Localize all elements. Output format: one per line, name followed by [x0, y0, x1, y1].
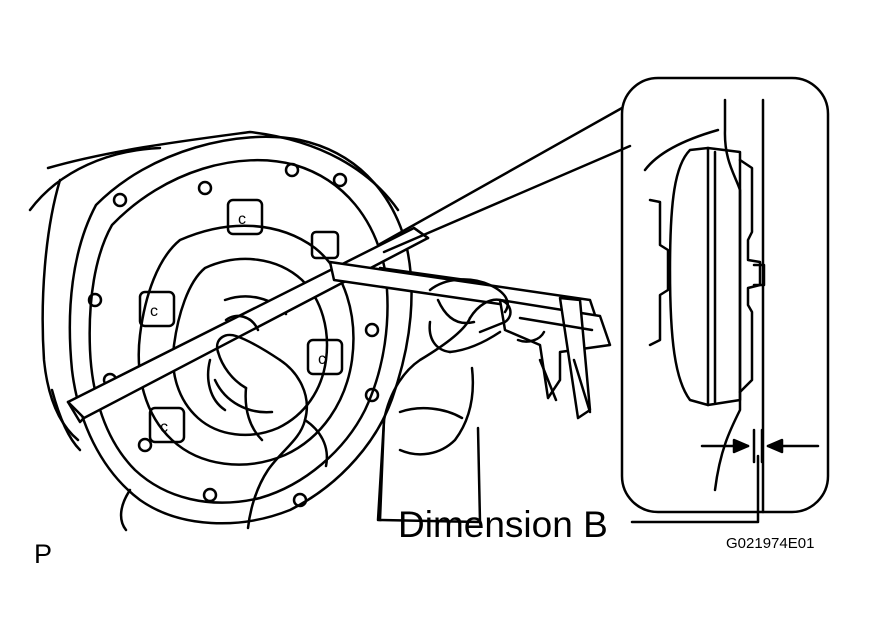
- sleeve: [376, 406, 482, 524]
- bolt-bosses: c c c c: [138, 198, 344, 444]
- svg-text:c: c: [238, 211, 246, 228]
- dimension-arrows: [700, 428, 820, 464]
- view-letter: P: [34, 539, 53, 569]
- transmission-housing: [28, 130, 413, 532]
- dimension-label: Dimension B: [398, 504, 608, 545]
- svg-text:c: c: [160, 419, 168, 436]
- dimension-leader-line: [630, 454, 760, 524]
- figure-code: G021974E01: [726, 535, 815, 552]
- right-hand: [378, 278, 546, 522]
- svg-text:c: c: [318, 351, 326, 368]
- svg-text:c: c: [150, 303, 158, 320]
- callout-leaders: [378, 106, 632, 254]
- left-hand: [206, 314, 329, 530]
